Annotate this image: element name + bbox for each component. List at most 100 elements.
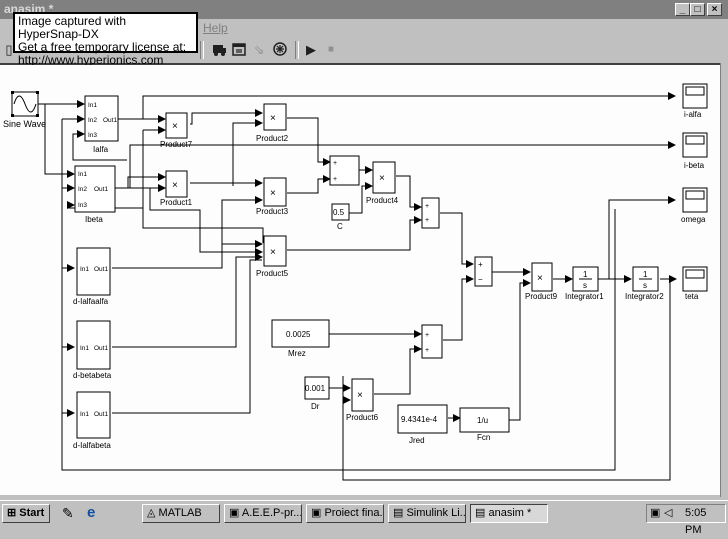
start-simulation-icon[interactable]: ▶: [306, 42, 316, 57]
constant-mrez-label: Mrez: [288, 349, 306, 358]
d-betabeta-subsystem[interactable]: In1 Out1: [76, 320, 111, 370]
task-simulink-library[interactable]: ▤ Simulink Li...: [388, 504, 466, 523]
scope-ialfa[interactable]: [682, 83, 708, 109]
d-ialfaalfa-subsystem[interactable]: In1 Out1: [76, 247, 111, 296]
port-label: In1: [88, 102, 97, 109]
d-betabeta-label: d-betabeta: [73, 371, 112, 380]
task-matlab[interactable]: ◬ MATLAB: [142, 504, 220, 523]
sum2-block[interactable]: ++: [421, 197, 440, 229]
scope-teta[interactable]: [682, 266, 708, 292]
model-canvas[interactable]: Sine Wave In1 In2 In3 Out1 Ialfa In1 In2…: [0, 65, 720, 495]
simulink-icon: ▤: [393, 507, 404, 519]
debug-icon[interactable]: [271, 41, 289, 59]
constant-dr-label: Dr: [311, 402, 320, 411]
integrator-num: 1: [583, 270, 588, 279]
toolbar-separator: [295, 41, 299, 59]
network-icon[interactable]: ▣: [650, 507, 661, 519]
product6-block[interactable]: ×: [351, 378, 374, 412]
scope-omega-label: omega: [681, 215, 706, 224]
product2-block[interactable]: ×: [263, 103, 287, 131]
integrator1-label: Integrator1: [565, 292, 604, 301]
stop-simulation-icon[interactable]: ■: [327, 44, 335, 55]
multiply-icon: ×: [379, 173, 385, 184]
task-anasim[interactable]: ▤ anasim *: [470, 504, 548, 523]
multiply-icon: ×: [537, 273, 543, 284]
product1-block[interactable]: ×: [165, 170, 188, 198]
integrator-num: 1: [643, 270, 648, 279]
ialfa-subsystem[interactable]: In1 In2 In3 Out1: [84, 95, 119, 142]
ibeta-subsystem[interactable]: In1 In2 In3 Out1: [74, 165, 116, 213]
new-model-icon[interactable]: ▯: [5, 42, 13, 57]
multiply-icon: ×: [270, 113, 276, 124]
port-label: In3: [78, 202, 87, 209]
taskbar: ⊞ Start ✎ e ◬ MATLAB ▣ A.E.E.P-pr... ▣ P…: [0, 500, 728, 536]
ialfa-label: Ialfa: [93, 145, 109, 154]
sine-wave-block[interactable]: [11, 91, 39, 117]
fcn-block[interactable]: 1/u: [459, 407, 510, 433]
integrator-den: s: [643, 281, 647, 290]
constant-mrez-block[interactable]: 0.0025: [271, 319, 330, 348]
constant-value: 0.001: [305, 384, 326, 393]
product4-block[interactable]: ×: [372, 161, 396, 194]
minimize-button[interactable]: _: [675, 3, 690, 16]
word-icon: ▣: [229, 507, 240, 519]
sum3-block[interactable]: ++: [421, 324, 443, 359]
sum4-block[interactable]: +−: [474, 256, 493, 287]
vertical-scrollbar[interactable]: [720, 63, 728, 497]
clock[interactable]: 5:05 PM: [685, 507, 707, 536]
port-label: Out1: [94, 411, 108, 418]
task-label: anasim *: [488, 507, 532, 519]
product3-block[interactable]: ×: [263, 177, 287, 207]
sum1-block[interactable]: ++: [329, 155, 360, 186]
port-label: Out1: [94, 345, 108, 352]
multiply-icon: ×: [172, 121, 178, 132]
volume-icon[interactable]: ◁: [664, 507, 673, 519]
product5-block[interactable]: ×: [263, 235, 287, 267]
start-button[interactable]: ⊞ Start: [2, 504, 50, 523]
product9-block[interactable]: ×: [531, 262, 553, 292]
product7-block[interactable]: ×: [165, 112, 188, 139]
constant-c-label: C: [337, 222, 343, 231]
product6-label: Product6: [346, 413, 379, 422]
simulink-icon: ▤: [475, 507, 486, 519]
word-icon: ▣: [311, 507, 322, 519]
constant-dr-block[interactable]: 0.001: [304, 376, 330, 400]
sign-label: +: [425, 347, 429, 354]
go-to-parent-icon[interactable]: ⇘: [253, 42, 265, 57]
sign-label: +: [333, 176, 337, 183]
watermark-overlay: Image captured with HyperSnap-DX Get a f…: [13, 12, 198, 67]
port-label: In1: [78, 171, 87, 178]
constant-c-block[interactable]: 0.5: [331, 203, 350, 221]
model-browser-icon[interactable]: [230, 41, 248, 59]
sign-label: +: [425, 332, 429, 339]
multiply-icon: ×: [270, 188, 276, 199]
library-browser-icon[interactable]: [210, 41, 228, 59]
integrator2-block[interactable]: 1s: [632, 266, 659, 292]
port-label: Out1: [103, 117, 117, 124]
constant-jred-block[interactable]: 9.4341e-4: [397, 404, 448, 434]
product2-label: Product2: [256, 134, 289, 143]
scope-ibeta[interactable]: [682, 132, 708, 158]
task-proiect[interactable]: ▣ Proiect fina...: [306, 504, 384, 523]
task-aeep[interactable]: ▣ A.E.E.P-pr...: [224, 504, 302, 523]
menu-help[interactable]: Help: [203, 21, 228, 35]
sign-label: +: [478, 260, 483, 269]
integrator1-block[interactable]: 1s: [572, 266, 599, 292]
d-ialfabeta-subsystem[interactable]: In1 Out1: [76, 391, 111, 439]
port-label: In2: [78, 186, 87, 193]
windows-logo-icon: ⊞: [7, 507, 17, 519]
internet-explorer-icon[interactable]: e: [87, 504, 96, 521]
scope-omega[interactable]: [682, 187, 708, 213]
close-button[interactable]: ×: [707, 3, 722, 16]
multiply-icon: ×: [357, 390, 363, 401]
maximize-button[interactable]: □: [690, 3, 705, 16]
port-label: In1: [80, 266, 89, 273]
ibeta-label: Ibeta: [85, 215, 103, 224]
product1-label: Product1: [160, 198, 193, 207]
product3-label: Product3: [256, 207, 289, 216]
sign-label: −: [478, 275, 483, 284]
show-desktop-icon[interactable]: ✎: [62, 505, 74, 521]
integrator-den: s: [583, 281, 587, 290]
port-label: In2: [88, 117, 97, 124]
product7-label: Product7: [160, 140, 193, 149]
